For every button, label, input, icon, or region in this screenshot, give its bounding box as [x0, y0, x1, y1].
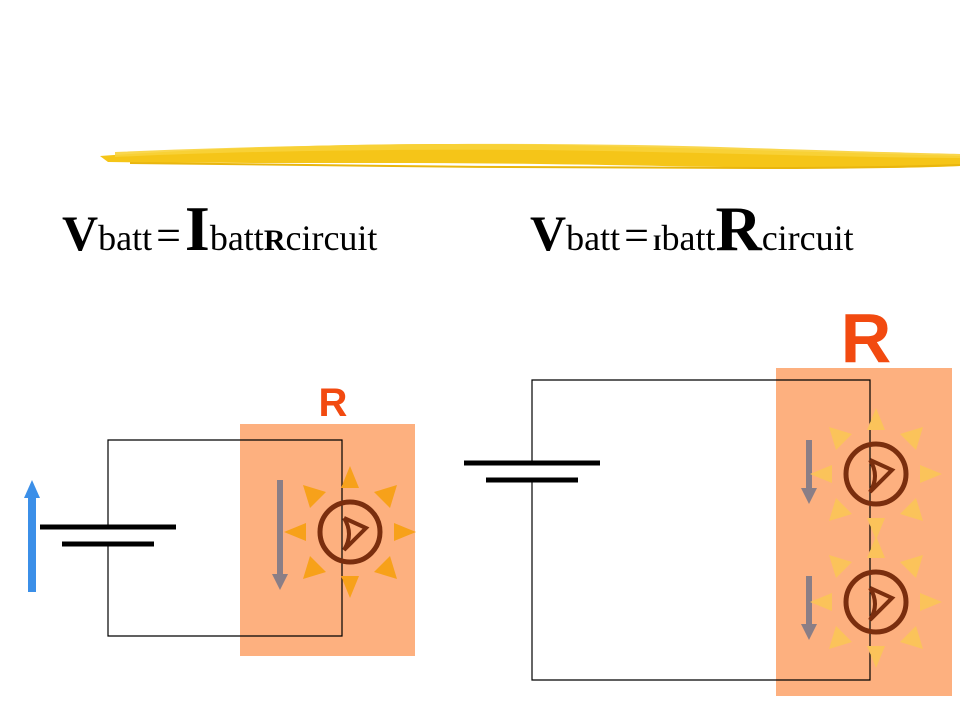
right-flow-arrow-bottom [801, 576, 817, 640]
right-wire [531, 379, 871, 681]
right-resistor-box [776, 368, 952, 696]
left-eq-v: V [62, 205, 99, 261]
right-eq-i-sub: batt [661, 218, 716, 258]
left-eq-i: I [184, 193, 210, 264]
left-eq-i-sub: batt [209, 218, 264, 258]
right-circuit: R [464, 299, 952, 696]
left-equation: Vbatt = IbattRcircuit [62, 192, 377, 266]
right-equation: Vbatt = IbattRcircuit [530, 192, 854, 266]
left-resistor-box [240, 424, 415, 656]
right-eq-i: I [652, 230, 662, 255]
left-flow-arrow [272, 480, 288, 590]
right-eq-r-sub: circuit [761, 218, 854, 258]
left-eq-v-sub: batt [98, 218, 153, 258]
left-wire [107, 439, 343, 637]
left-eq-equals: = [156, 211, 181, 260]
left-resistance-label: R [319, 381, 348, 425]
highlighter-stroke [100, 143, 960, 170]
left-bulb-icon [284, 466, 416, 598]
right-resistance-label: R [841, 299, 892, 377]
right-eq-equals: = [624, 211, 649, 260]
left-eq-r-sub: circuit [285, 218, 378, 258]
right-eq-v: V [530, 205, 567, 261]
left-circuit: R [24, 381, 416, 656]
right-eq-r: R [715, 193, 762, 264]
left-current-arrow [24, 480, 40, 592]
left-eq-r: R [263, 224, 286, 257]
right-eq-v-sub: batt [566, 218, 621, 258]
right-bulb-bottom-icon [810, 536, 942, 668]
right-flow-arrow-top [801, 440, 817, 504]
right-bulb-top-icon [810, 408, 942, 540]
